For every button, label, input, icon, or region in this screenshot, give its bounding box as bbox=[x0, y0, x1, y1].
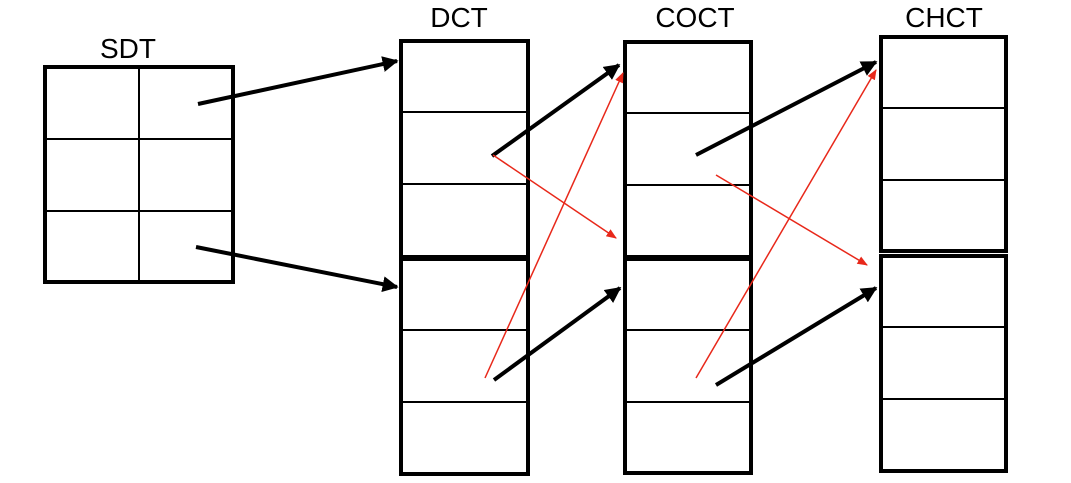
coct-block-upper bbox=[623, 40, 753, 259]
red-arrow-coct-upper-to-chct-lower bbox=[715, 174, 868, 266]
arrow-sdt-to-dct-lower bbox=[195, 245, 399, 293]
dct-table: DCT bbox=[399, 2, 530, 476]
dct-block-upper bbox=[399, 39, 530, 259]
chct-label: CHCT bbox=[905, 2, 983, 33]
arrow-dct-lower-to-coct-lower bbox=[492, 286, 622, 382]
coct-table: COCT bbox=[623, 2, 753, 475]
red-arrows bbox=[484, 69, 877, 379]
sdt-label: SDT bbox=[100, 33, 156, 64]
sdt-table: SDT bbox=[43, 33, 235, 284]
red-arrow-dct-lower-to-coct-upper bbox=[484, 72, 624, 379]
black-arrows bbox=[195, 56, 878, 387]
red-arrow-dct-upper-to-coct-lower bbox=[492, 154, 617, 239]
arrow-coct-lower-to-chct-lower bbox=[714, 286, 878, 387]
dct-block-lower bbox=[399, 257, 530, 476]
arrow-coct-upper-to-chct-upper bbox=[695, 60, 878, 157]
chct-block-upper bbox=[879, 35, 1008, 253]
chct-table: CHCT bbox=[879, 2, 1008, 473]
arrow-sdt-to-dct-upper bbox=[197, 56, 399, 106]
red-arrow-coct-lower-to-chct-upper bbox=[695, 69, 877, 379]
arrow-dct-upper-to-coct-upper bbox=[490, 63, 621, 158]
chct-block-lower bbox=[879, 254, 1008, 473]
coct-block-lower bbox=[623, 257, 753, 475]
coct-label: COCT bbox=[655, 2, 734, 33]
dct-label: DCT bbox=[430, 2, 488, 33]
